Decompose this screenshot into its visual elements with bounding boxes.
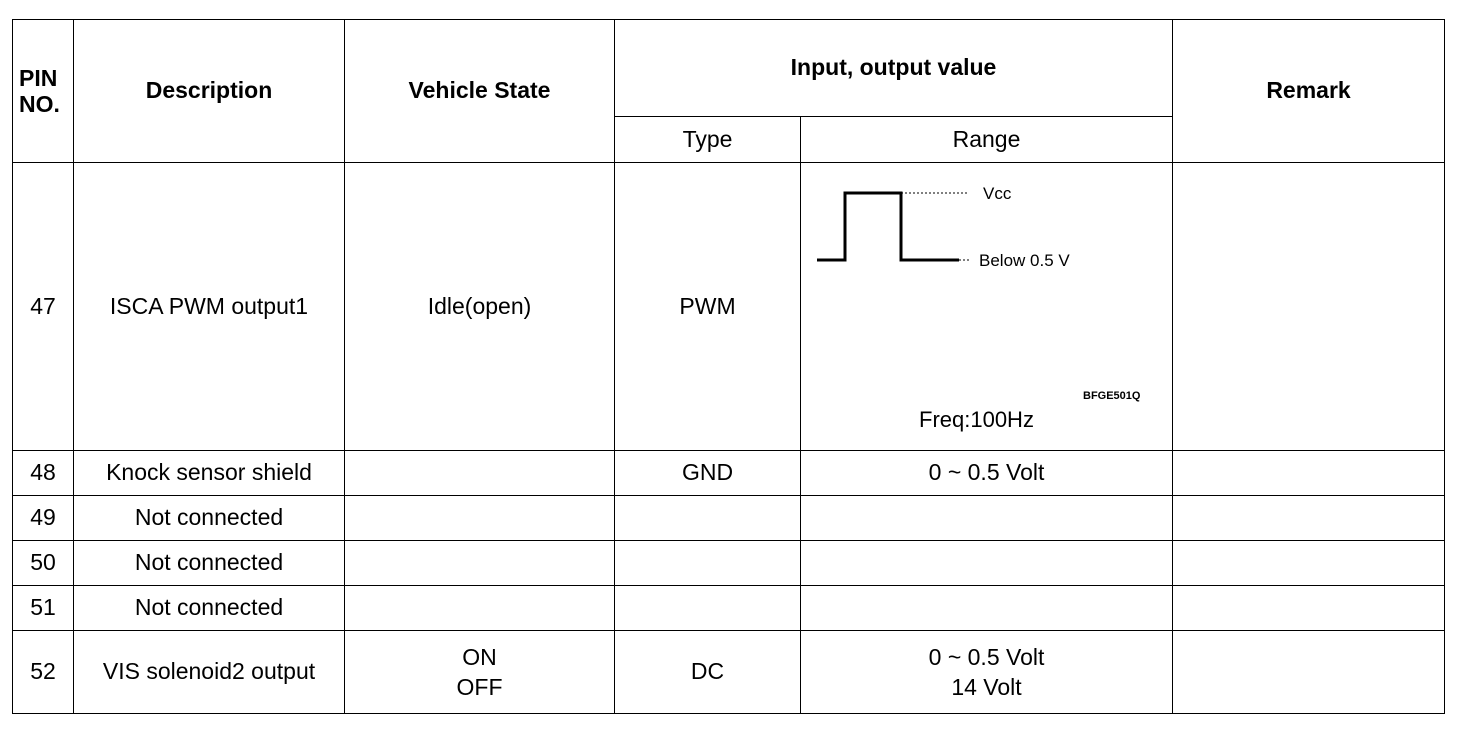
range-cell: 0 ~ 0.5 Volt (799, 450, 1174, 496)
vcc-label: Vcc (983, 184, 1012, 203)
pin-cell: 50 (12, 540, 74, 586)
pin-table: PIN NO. Description Vehicle State Input,… (12, 19, 1446, 714)
remark-cell (1172, 162, 1446, 451)
remark-cell (1172, 630, 1446, 714)
range-cell: Vcc Below 0.5 V BFGE501Q Freq:100Hz (799, 162, 1174, 451)
table-row: 51 Not connected (12, 585, 1446, 631)
type-cell: PWM (614, 162, 801, 451)
description-cell: ISCA PWM output1 (73, 162, 345, 451)
type-cell: DC (614, 630, 801, 714)
description-cell: Not connected (73, 495, 345, 541)
state-cell: Idle(open) (344, 162, 615, 451)
vehicle-state-header: Vehicle State (344, 19, 615, 163)
range-cell (799, 495, 1174, 541)
pin-cell: 52 (12, 630, 74, 714)
range-cell: 0 ~ 0.5 Volt 14 Volt (799, 630, 1174, 714)
io-value-header: Input, output value (613, 19, 1174, 117)
state-cell (344, 450, 615, 496)
description-cell: Knock sensor shield (73, 450, 345, 496)
table-row: 52 VIS solenoid2 output ON OFF DC 0 ~ 0.… (12, 630, 1446, 714)
table-row: 47 ISCA PWM output1 Idle(open) PWM Vcc B… (12, 162, 1446, 451)
range-cell (799, 540, 1174, 586)
low-voltage-label: Below 0.5 V (979, 251, 1070, 270)
pin-cell: 49 (12, 495, 74, 541)
range-header: Range (799, 116, 1174, 163)
pin-no-header: PIN NO. (12, 19, 74, 163)
state-cell (344, 540, 615, 586)
remark-cell (1172, 585, 1446, 631)
state-cell (344, 495, 615, 541)
state-on: ON (462, 644, 497, 670)
table-row: 49 Not connected (12, 495, 1446, 541)
type-cell (614, 495, 801, 541)
figure-code: BFGE501Q (1083, 390, 1141, 402)
type-cell (614, 585, 801, 631)
table-row: 50 Not connected (12, 540, 1446, 586)
description-cell: Not connected (73, 585, 345, 631)
state-cell: ON OFF (344, 630, 615, 714)
pwm-waveform (817, 191, 971, 262)
frequency-label: Freq:100Hz (919, 407, 1034, 432)
table-row: 48 Knock sensor shield GND 0 ~ 0.5 Volt (12, 450, 1446, 496)
remark-cell (1172, 450, 1446, 496)
pin-cell: 48 (12, 450, 74, 496)
range-off: 14 Volt (951, 674, 1022, 700)
range-on: 0 ~ 0.5 Volt (928, 644, 1045, 670)
remark-header: Remark (1172, 19, 1446, 163)
description-header: Description (73, 19, 345, 163)
state-cell (344, 585, 615, 631)
remark-cell (1172, 495, 1446, 541)
type-cell (614, 540, 801, 586)
pin-cell: 51 (12, 585, 74, 631)
range-cell (799, 585, 1174, 631)
description-cell: Not connected (73, 540, 345, 586)
state-off: OFF (456, 674, 503, 700)
type-header: Type (614, 116, 801, 163)
description-cell: VIS solenoid2 output (73, 630, 345, 714)
pin-cell: 47 (12, 162, 74, 451)
remark-cell (1172, 540, 1446, 586)
type-cell: GND (614, 450, 801, 496)
